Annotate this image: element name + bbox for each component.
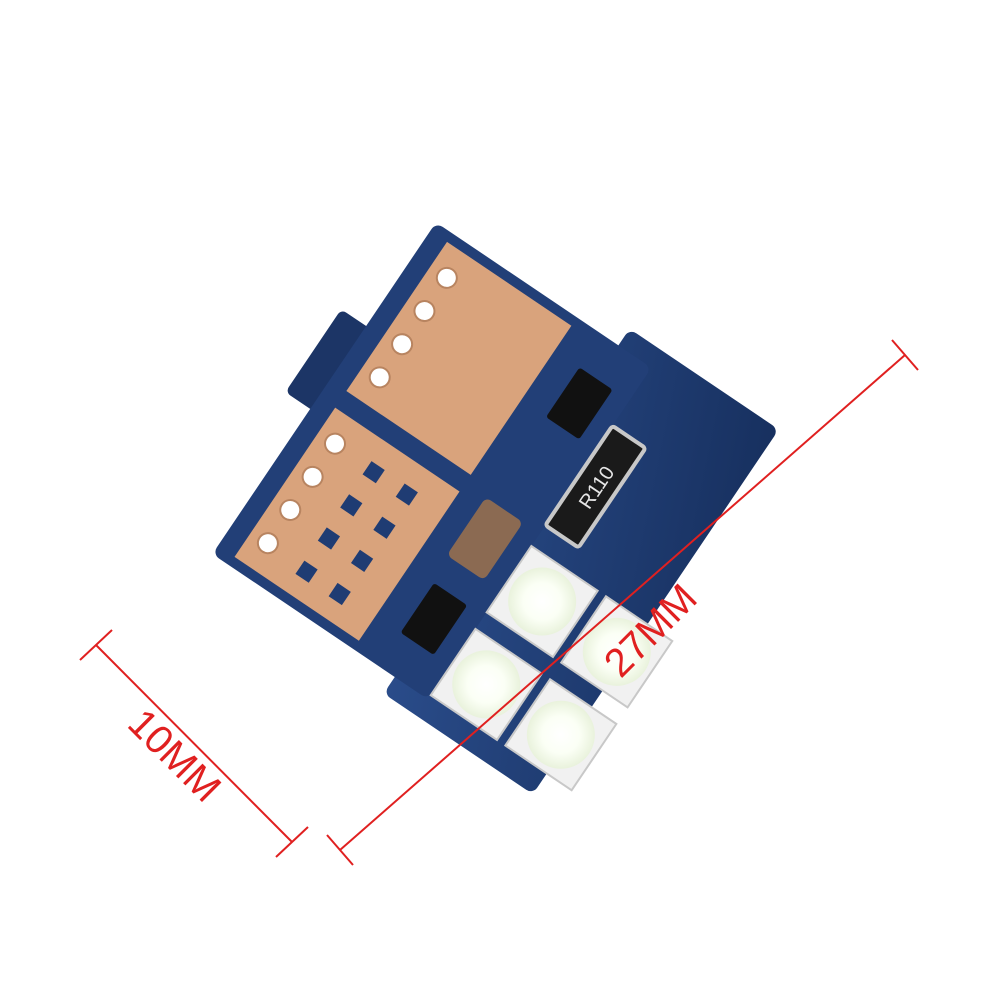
capacitor: [449, 499, 521, 579]
led-chip: [559, 594, 674, 709]
length-dimension-line: [339, 354, 906, 851]
transistor-chip-left: [401, 584, 467, 654]
led-chip: [429, 627, 544, 742]
copper-contacts: [234, 241, 572, 641]
led-chip: [485, 544, 600, 659]
led-board: R110: [215, 225, 776, 792]
led-chip: [503, 677, 618, 792]
width-dimension: 10MM: [79, 629, 309, 858]
width-label: 10MM: [119, 701, 229, 811]
width-dimension-line: [95, 644, 293, 843]
led-array: [429, 544, 674, 792]
transistor-chip-right: [547, 368, 612, 439]
